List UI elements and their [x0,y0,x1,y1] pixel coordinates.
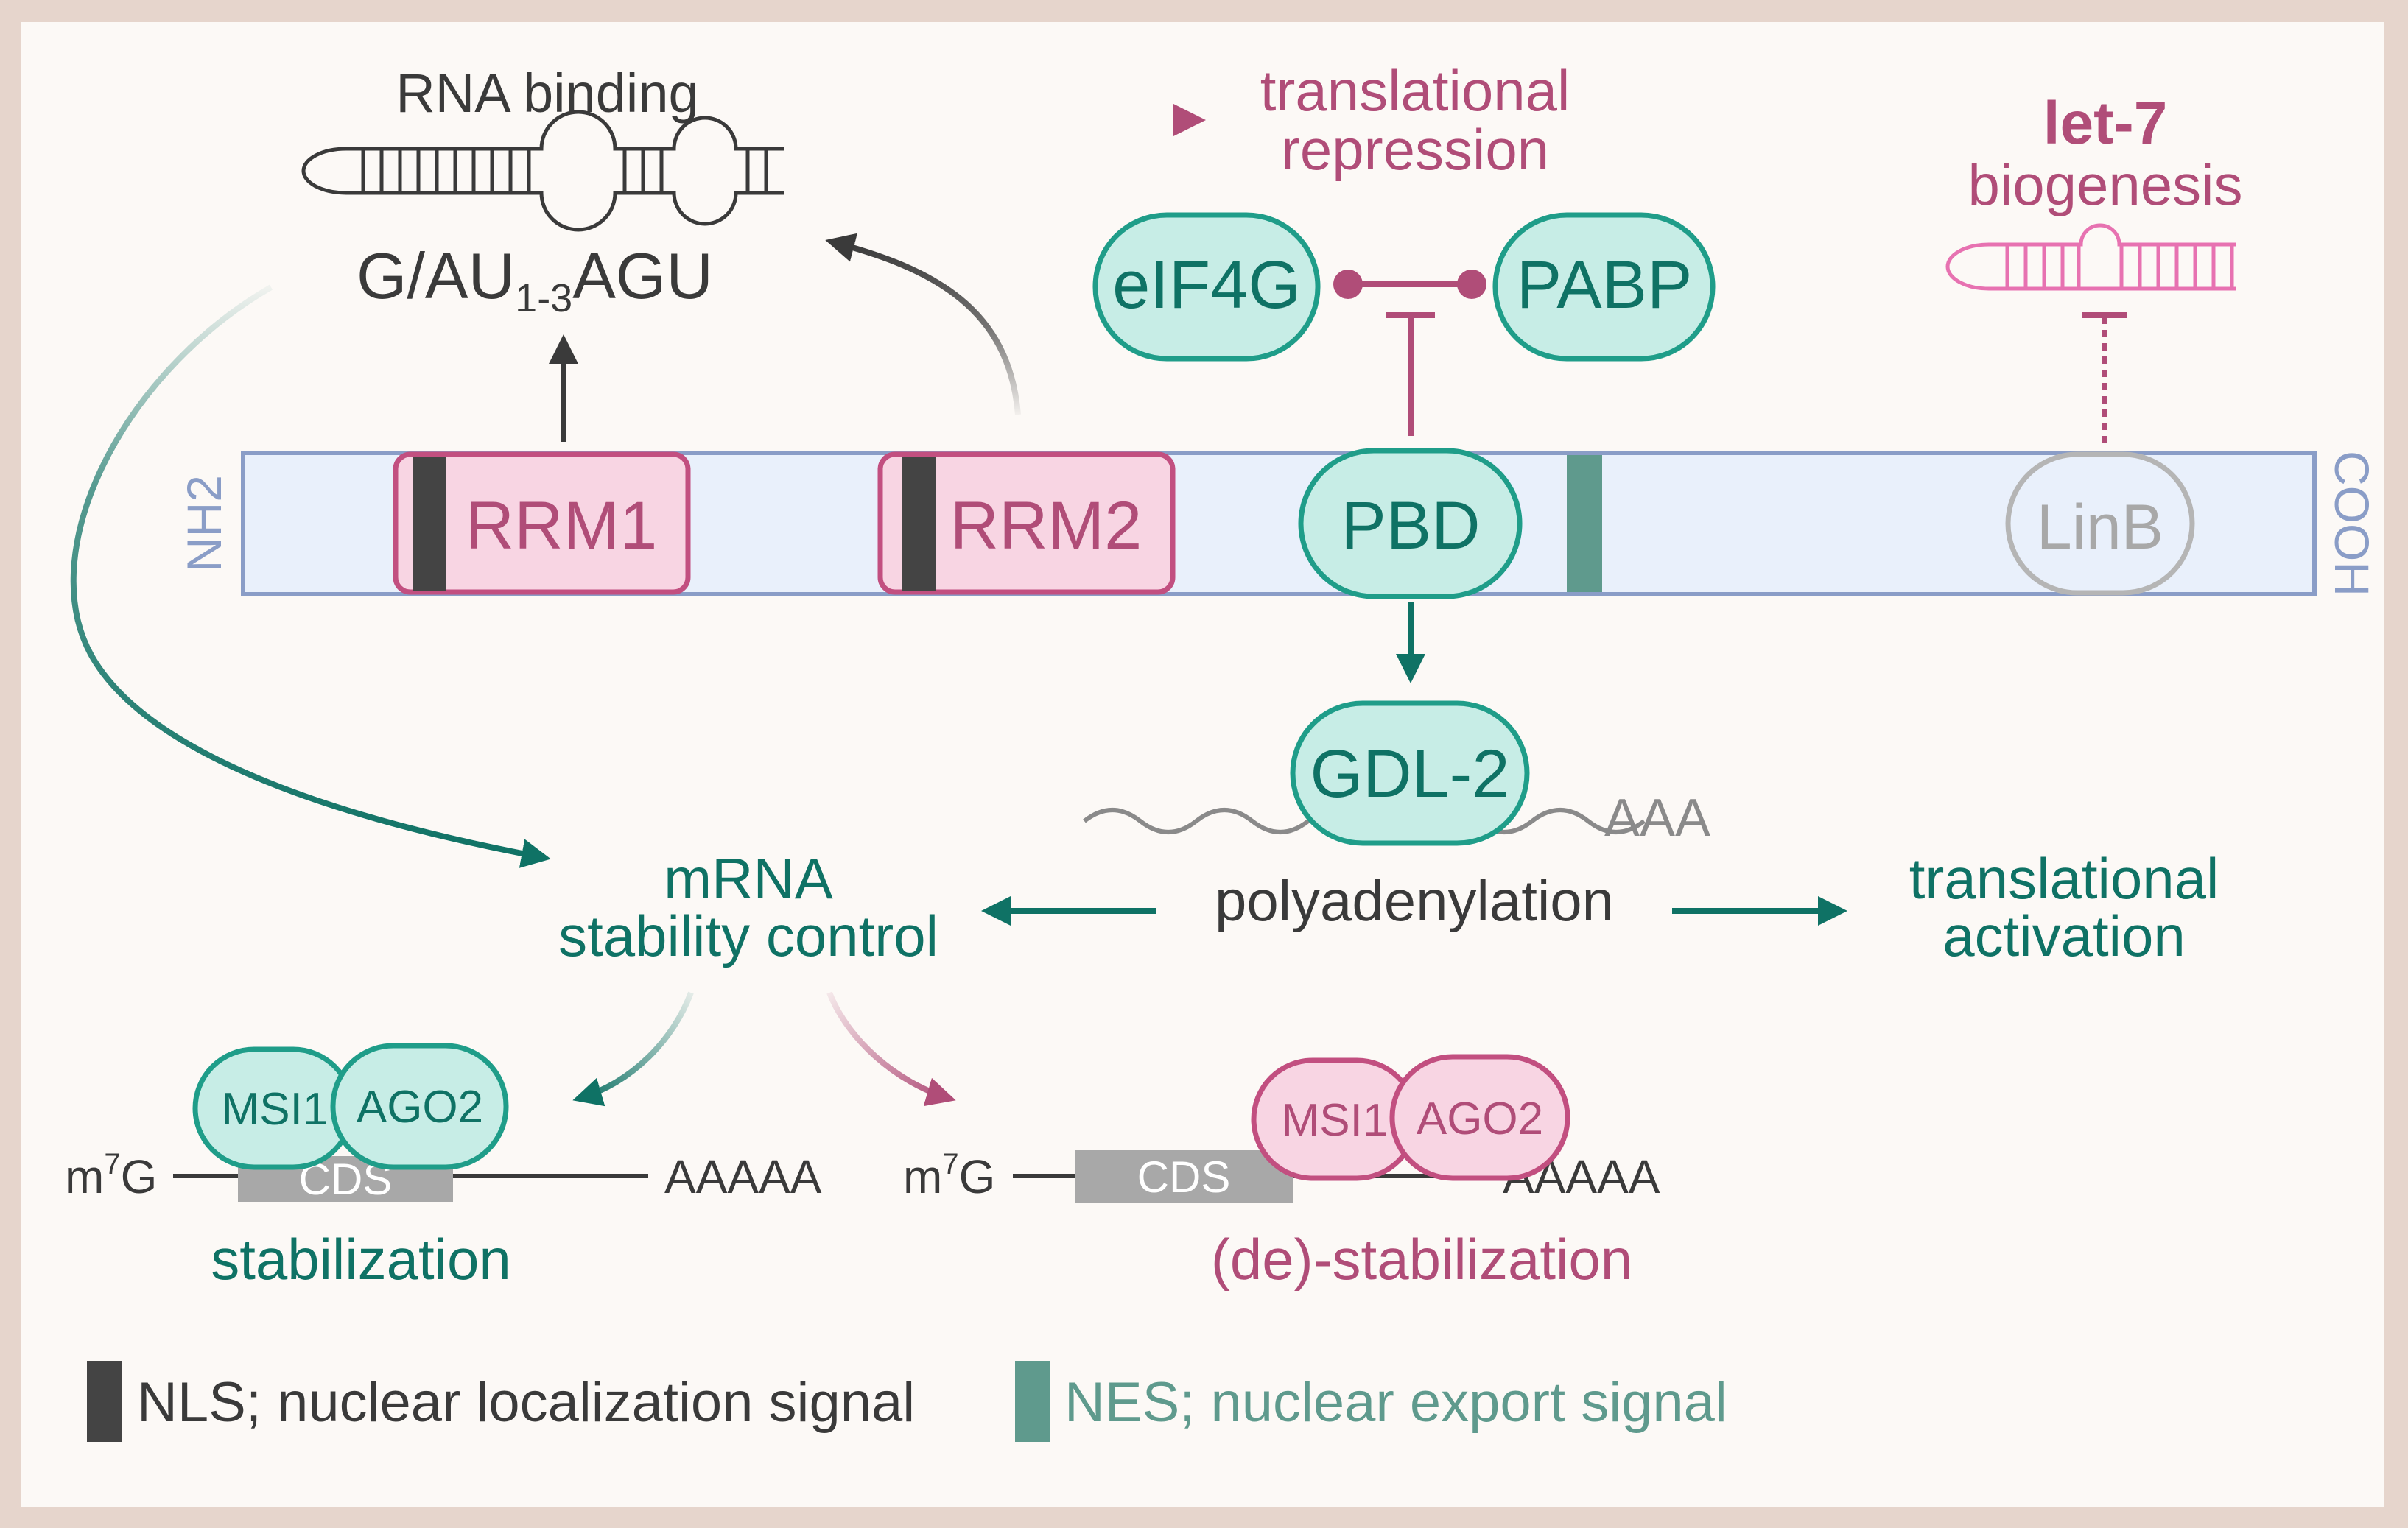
legend-nes-swatch [1015,1361,1050,1442]
legend-nes-label: NES; nuclear export signal [1064,1371,1727,1434]
gdl2-tail-label: AAA [1604,789,1710,848]
left-cap-label: m7G [65,1148,157,1203]
left-cap-prefix: m [65,1150,104,1203]
let7-label: let-7 [2043,90,2168,157]
eif4g-box [1092,212,1321,362]
link-dot-left [1333,270,1363,299]
rrm1-domain [393,451,691,595]
mrna-stability-line1: mRNA [664,846,833,911]
right-cds-box [1075,1150,1293,1203]
right-msi1-label: MSI1 [1282,1095,1389,1146]
pbd-label: PBD [1341,488,1480,563]
biogenesis-label: biogenesis [1968,152,2243,217]
destabilization-label: (de)-stabilization [1211,1227,1632,1292]
arrow-to-stabilization [572,991,694,1107]
eif4g-label: eIF4G [1112,247,1301,323]
repression-label-line2: repression [1281,117,1549,182]
arrow-to-destabilization [826,991,956,1107]
activation-line1: translational [1909,846,2219,911]
rrm1-label: RRM1 [466,488,658,563]
legend-nls-swatch [87,1361,122,1442]
link-dot-right [1457,270,1486,299]
pbd-domain [1298,448,1523,599]
activation-line2: activation [1942,904,2186,968]
pabp-label: PABP [1517,247,1693,323]
left-ago2-label: AGO2 [357,1082,483,1133]
linb-domain [2005,451,2195,596]
motif-subscript: 1-3 [515,276,572,320]
gdl2-box [1290,700,1530,846]
left-cap-superscript: 7 [104,1148,120,1180]
c-terminus-label: COOH [2325,451,2379,596]
right-cap-suffix: G [959,1150,996,1203]
left-msi1-label: MSI1 [222,1084,329,1135]
let7-hairpin-icon [1945,223,2236,291]
left-cap-suffix: G [121,1150,158,1203]
linb-label: LinB [2037,492,2163,563]
right-cap-prefix: m [903,1150,942,1203]
rrm2-nls-marker [902,457,936,591]
rrm2-label: RRM2 [950,488,1142,563]
stabilization-label: stabilization [211,1227,511,1292]
rna-hairpin-icon [301,110,784,232]
right-cds-label: CDS [1137,1152,1231,1202]
pabp-box [1492,212,1716,362]
repression-label-line1: translational [1260,58,1570,123]
motif-prefix: G/AU [357,239,515,312]
left-ago2-box [330,1043,509,1170]
legend-nls-label: NLS; nuclear localization signal [137,1371,915,1434]
binding-motif: G/AU1-3AGU [357,239,713,320]
motif-suffix: AGU [572,239,713,312]
right-ago2-label: AGO2 [1417,1094,1543,1144]
rrm1-nls-marker [413,457,446,591]
left-polya-label: AAAAA [664,1150,822,1203]
polyadenylation-label: polyadenylation [1215,868,1614,933]
nes-marker [1567,455,1602,592]
rna-binding-title: RNA binding [396,63,698,124]
rrm2-domain [877,451,1176,595]
right-cap-superscript: 7 [942,1148,958,1180]
mrna-stability-line2: stability control [558,904,938,968]
right-cap-label: m7G [903,1148,995,1203]
right-ago2-box [1389,1054,1570,1181]
rna-to-stability-arrow [70,284,551,868]
rrm2-to-rna-arrow [825,233,1021,415]
n-terminus-label: NH2 [177,475,231,572]
gdl2-label: GDL-2 [1310,736,1510,811]
